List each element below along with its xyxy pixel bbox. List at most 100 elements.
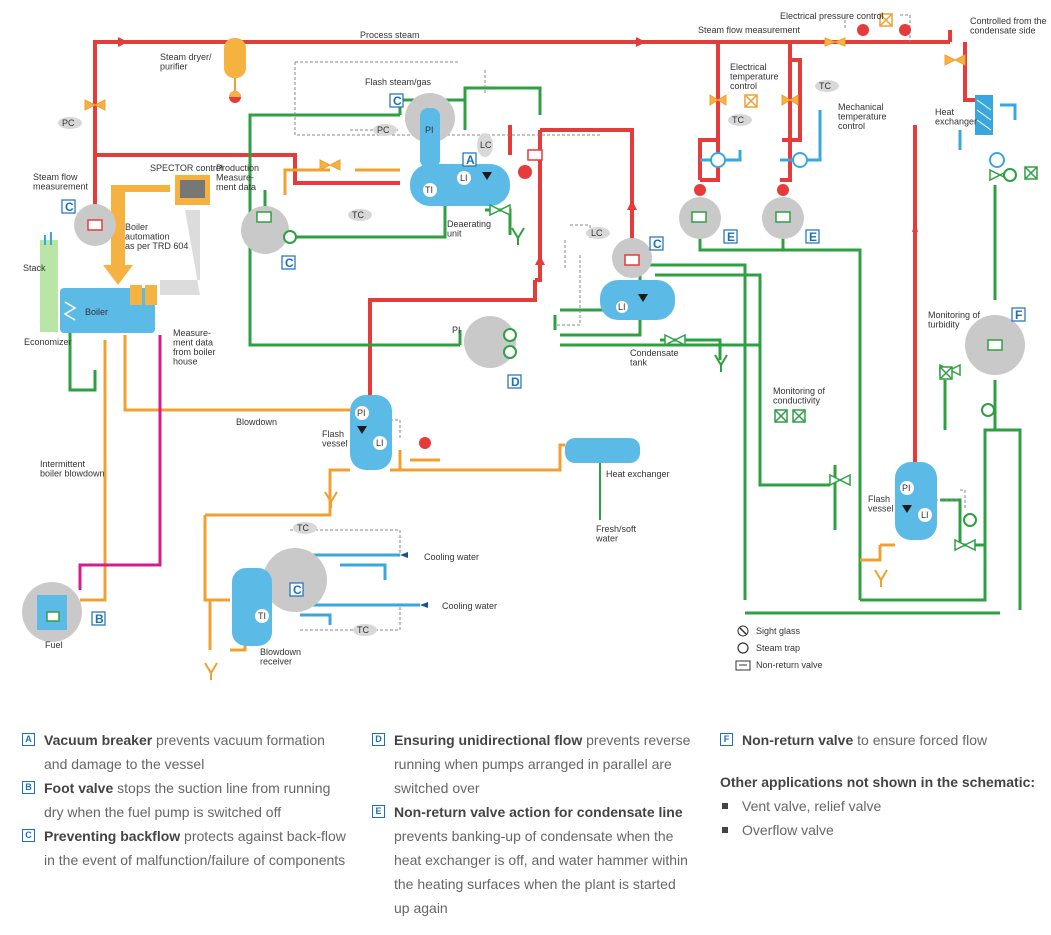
label-line: ment data [173,338,213,348]
svg-text:D: D [511,375,520,389]
other-applications-title: Other applications not shown in the sche… [720,774,1036,790]
label-line: Condensate [630,348,679,358]
svg-text:PI: PI [902,483,911,493]
svg-text:LI: LI [376,438,384,448]
svg-text:C: C [653,237,662,251]
valves [84,37,966,171]
svg-text:LI: LI [921,510,929,520]
svg-text:Cooling water: Cooling water [424,552,479,562]
svg-text:C: C [393,94,402,108]
plant-schematic: PC PC TC LC TC TC TC TC LC PI TI LI LI P… [22,11,1047,680]
label-line: Steam flow [33,172,78,182]
note-letter-box: B [22,781,35,794]
label-line: control [730,81,757,91]
label-line: Deaerating [447,219,491,229]
svg-text:Steam flow measurement: Steam flow measurement [698,25,801,35]
svg-text:Boiler: Boiler [85,307,108,317]
note-letter-box: A [22,733,35,746]
label-line: Production [216,163,259,173]
svg-text:E: E [727,230,735,244]
svg-text:F: F [1015,308,1022,322]
svg-text:A: A [466,153,475,167]
drains [511,227,728,372]
steam-nrv [87,149,640,266]
label-line: ment data [216,182,256,192]
note-letter-box: D [372,733,385,746]
svg-text:B: B [95,612,104,626]
label-line: Heat exchanger [606,469,670,479]
signal-arrow [160,210,200,295]
svg-text:TC: TC [297,523,309,533]
sight-glasses [710,152,1005,168]
svg-text:Stack: Stack [23,263,46,273]
other-application-item: Overflow valve [720,818,1040,842]
x-boxes-orange [744,13,893,108]
non-return-valves [46,211,1003,622]
tag-texts: PC PC TC LC TC TC TC TC LC PI TI LI LI P… [62,81,929,635]
label-line: boiler blowdown [40,469,105,479]
label-line: Flash [322,429,344,439]
label-line: Blowdown [260,647,301,657]
condensate-valves [489,168,1011,552]
flash-vessel-left [350,395,392,470]
label-line: Boiler [85,307,108,317]
note-text: prevents banking-up of condensate when t… [394,828,688,916]
svg-text:C: C [293,583,302,597]
svg-text:Flash steam/gas: Flash steam/gas [365,77,432,87]
label-line: from boiler [173,347,216,357]
label-line: Blowdown [236,417,277,427]
steam-lines [93,30,975,470]
note-title: Non-return valve [742,732,854,748]
label-line: tank [630,358,648,368]
label-line: temperature [730,72,779,82]
svg-text:PI: PI [425,125,434,135]
svg-text:TC: TC [352,210,364,220]
svg-text:Economizer: Economizer [24,337,72,347]
label-line: Process steam [360,30,420,40]
label-line: exchanger [935,117,977,127]
diagram-labels: Process steam Steam dryer/purifier Steam… [23,11,1047,667]
svg-text:Heat exchanger: Heat exchanger [606,469,670,479]
label-line: measurement [33,182,89,192]
svg-text:LI: LI [460,173,468,183]
label-line: turbidity [928,320,960,330]
label-line: SPECTOR control [150,163,223,173]
label-line: Fresh/soft [596,524,637,534]
note-title: Vacuum breaker [44,732,153,748]
note-title: Ensuring unidirectional flow [394,732,583,748]
red-gauges [419,24,911,449]
svg-text:Steam dryer/purifier: Steam dryer/purifier [160,52,212,72]
svg-text:PC: PC [62,118,75,128]
label-line: control [838,121,865,131]
svg-text:C: C [65,200,74,214]
label-line: Cooling water [424,552,479,562]
fuel-line [78,335,162,590]
steam-dryer [224,38,246,103]
tag-bubbles [58,80,839,636]
label-line: Fuel [45,640,63,650]
svg-text:SPECTOR control: SPECTOR control [150,163,223,173]
label-line: vessel [322,439,348,449]
label-line: Stack [23,263,46,273]
svg-text:TC: TC [357,625,369,635]
svg-text:TI: TI [258,611,266,621]
label-line: vessel [868,504,894,514]
label-line: Boiler [125,222,148,232]
svg-text:Electrical pressure control: Electrical pressure control [780,11,884,21]
label-line: Mechanical [838,102,884,112]
